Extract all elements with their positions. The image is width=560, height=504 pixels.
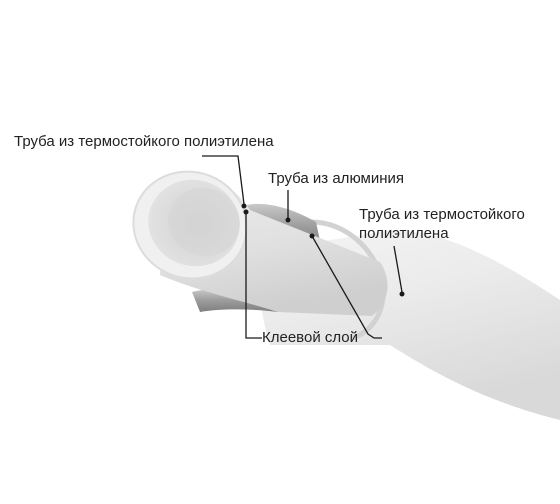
leader-lines <box>202 155 403 339</box>
leader-inner-pipe <box>202 155 245 205</box>
label-inner-pipe: Труба из термостойкого полиэтилена <box>14 133 274 150</box>
inner-pipe-opening-shadow <box>168 187 240 257</box>
label-outer-pipe-line1: Труба из термостойкого <box>359 206 525 223</box>
label-outer-pipe: Труба из термостойкого полиэтилена <box>359 205 525 243</box>
dot-aluminum <box>285 217 291 223</box>
leader-dots <box>241 203 405 297</box>
leader-adhesive-right <box>311 235 382 339</box>
dot-adhesive-left <box>243 209 249 215</box>
leader-adhesive-left <box>245 212 262 339</box>
dot-outer-pipe <box>399 291 405 297</box>
dot-adhesive-right <box>309 233 315 239</box>
label-adhesive-layer: Клеевой слой <box>262 329 359 346</box>
leader-outer-pipe <box>393 245 403 293</box>
label-outer-pipe-line2: полиэтилена <box>359 225 449 242</box>
label-aluminum-pipe: Труба из алюминия <box>268 170 404 187</box>
dot-inner-pipe <box>241 203 247 209</box>
